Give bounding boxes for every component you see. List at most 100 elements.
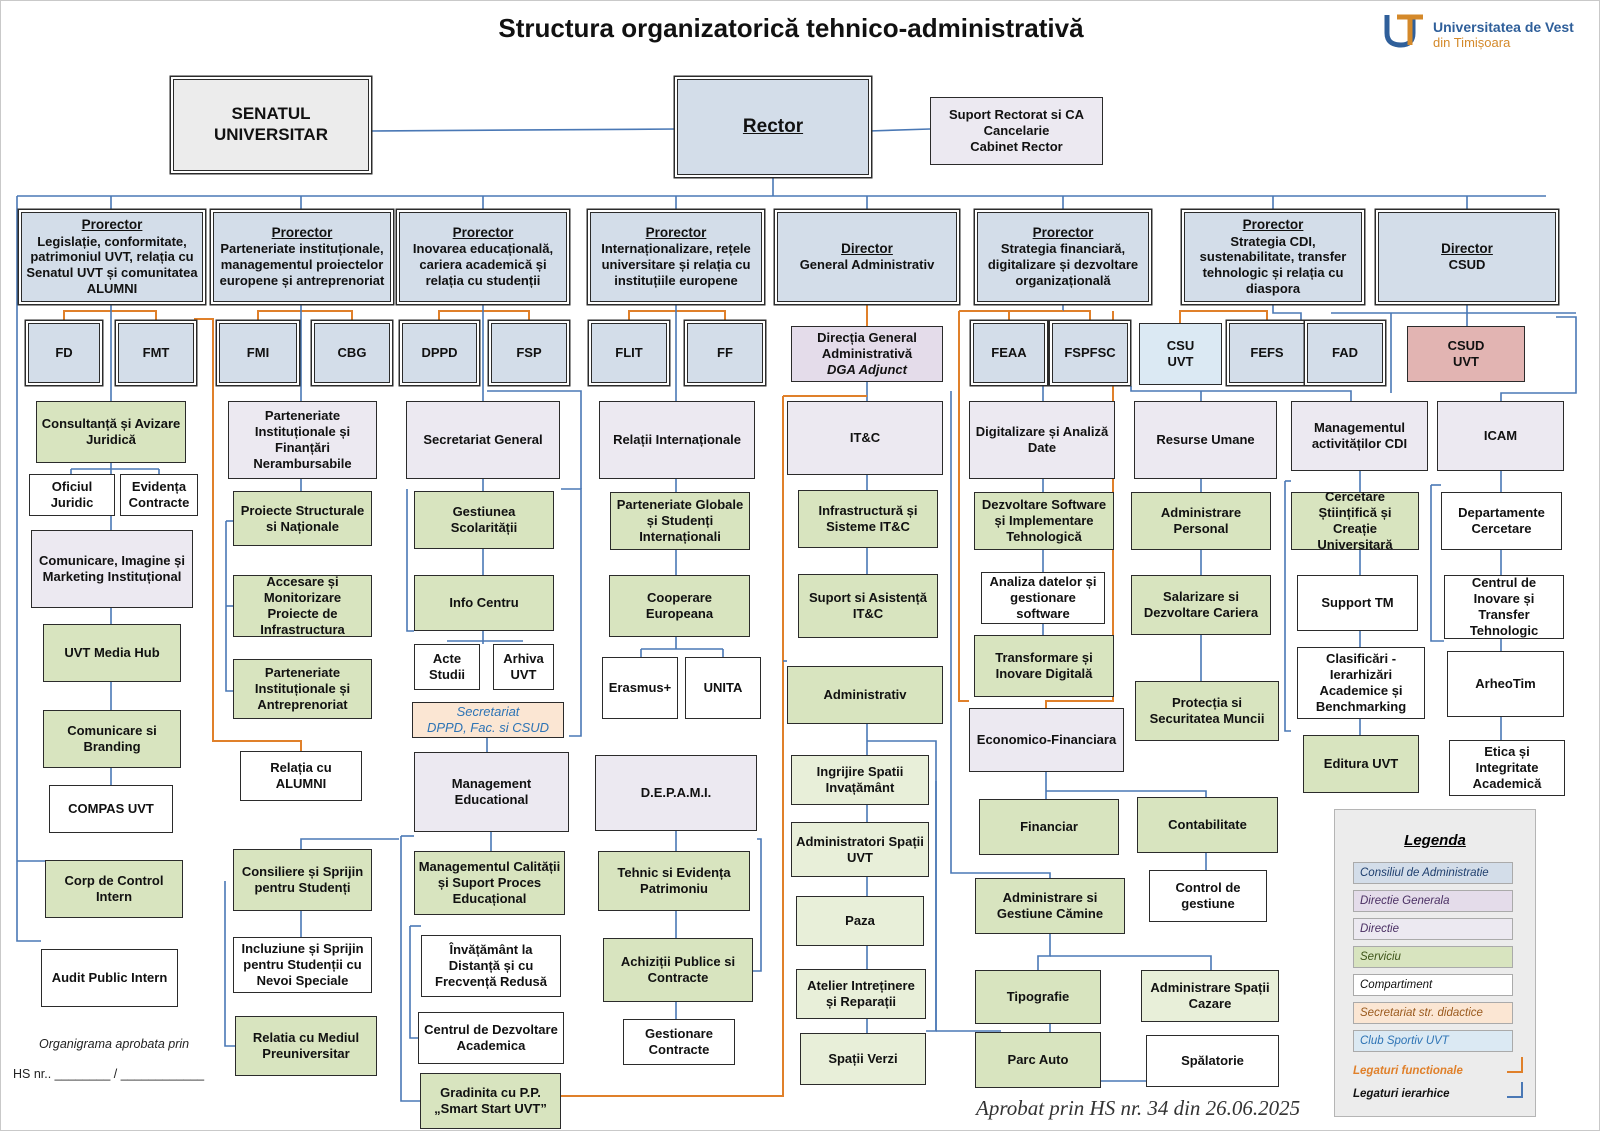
unit-fad-line-0: FAD bbox=[1332, 345, 1358, 361]
hierarchical-link-94 bbox=[1272, 302, 1302, 323]
unit-mgmtcdi: Managementul activităților CDI bbox=[1291, 401, 1428, 471]
unit-salar: Salarizare si Dezvoltare Cariera bbox=[1131, 575, 1271, 635]
hierarchical-link-38 bbox=[224, 881, 235, 1047]
unit-rector: Rector bbox=[677, 79, 869, 175]
unit-digit-line-0: Digitalizare și Analiză Date bbox=[975, 424, 1109, 455]
unit-mgmtcdi-line-0: Managementul activităților CDI bbox=[1311, 420, 1408, 451]
unit-adminsp-line-0: Administratori Spații UVT bbox=[796, 833, 924, 865]
unit-media: UVT Media Hub bbox=[43, 624, 181, 682]
unit-corp-line-0: Corp de Control Intern bbox=[64, 873, 164, 904]
unit-dezvsw-line-0: Dezvoltare Software și Implementare Tehn… bbox=[981, 497, 1107, 544]
unit-dcsud-line-1: CSUD bbox=[1448, 257, 1486, 273]
unit-partfin-line-0: Parteneriate Instituționale și Finanțări… bbox=[253, 408, 352, 471]
legend-functional-label: Legaturi functionale bbox=[1353, 1065, 1463, 1077]
unit-paza-line-0: Paza bbox=[845, 913, 875, 929]
unit-coop: Cooperare Europeana bbox=[609, 575, 750, 637]
unit-ff-line-0: FF bbox=[717, 345, 733, 361]
unit-tehnic: Tehnic si Evidența Patrimoniu bbox=[598, 851, 750, 911]
unit-protect: Protecția si Securitatea Muncii bbox=[1135, 681, 1279, 741]
unit-incluz-line-0: Incluziune și Sprijin pentru Studenții c… bbox=[241, 941, 364, 988]
unit-arhiva-line-0: Arhiva UVT bbox=[503, 651, 544, 682]
unit-fefs-line-0: FEFS bbox=[1250, 345, 1284, 361]
logo-line-1: Universitatea de Vest bbox=[1433, 19, 1574, 35]
unit-dgadj-line-1: DGA Adjunct bbox=[827, 361, 907, 377]
unit-consult-line-0: Consultanță și Avizare Juridică bbox=[41, 416, 181, 447]
unit-relpre-line-0: Relatia cu Mediul Preuniversitar bbox=[252, 1030, 360, 1061]
unit-gest: Gestiunea Scolarității bbox=[414, 491, 554, 549]
hierarchical-link-91 bbox=[1050, 955, 1212, 970]
unit-coop-line-0: Cooperare Europeana bbox=[645, 590, 714, 621]
unit-arheo-line-0: ArheoTim bbox=[1475, 676, 1536, 692]
unit-verzi-line-0: Spații Verzi bbox=[828, 1051, 898, 1067]
unit-atelier-line-0: Atelier Intreținere și Reparații bbox=[807, 978, 915, 1009]
approval-footer: Aprobat prin HS nr. 34 din 26.06.2025 bbox=[976, 1096, 1301, 1120]
unit-partglob: Parteneriate Globale și Studenți Interna… bbox=[610, 492, 750, 550]
unit-analiza-line-0: Analiza datelor și gestionare software bbox=[989, 574, 1097, 621]
unit-partglob-line-0: Parteneriate Globale și Studenți Interna… bbox=[616, 497, 744, 544]
unit-unita: UNITA bbox=[685, 657, 761, 719]
unit-tipo-line-0: Tipografie bbox=[1006, 989, 1070, 1005]
hierarchical-link-46 bbox=[487, 390, 582, 489]
unit-salar-line-0: Salarizare si Dezvoltare Cariera bbox=[1143, 589, 1259, 620]
unit-dgadj-line-0: Direcția General Administrativă bbox=[817, 330, 917, 362]
hierarchical-link-36 bbox=[300, 838, 399, 849]
hierarchical-link-49 bbox=[400, 836, 420, 1102]
functional-link-79 bbox=[958, 311, 969, 702]
uvt-logo-icon bbox=[1384, 14, 1423, 48]
unit-senat-line-1: UNIVERSITAR bbox=[214, 125, 328, 144]
unit-centinov-line-0: Centrul de Inovare și Transfer Tehnologi… bbox=[1469, 575, 1539, 638]
unit-ingrij-line-0: Ingrijire Spatii Invațământ bbox=[816, 764, 904, 795]
page-title: Structura organizatorică tehnico-adminis… bbox=[498, 13, 1084, 43]
unit-infra: Infrastructură și Sisteme IT&C bbox=[798, 490, 938, 548]
unit-admpers-line-0: Administrare Personal bbox=[1160, 505, 1242, 536]
unit-gradi: Gradinita cu P.P. „Smart Start UVT” bbox=[420, 1073, 561, 1129]
legend-item-sec: Secretariat str. didactice bbox=[1353, 1002, 1513, 1024]
unit-arheo: ArheoTim bbox=[1447, 651, 1564, 717]
unit-econ-line-0: Economico-Financiara bbox=[976, 732, 1117, 748]
unit-dga-line-0: Director bbox=[841, 240, 893, 256]
unit-partant-line-0: Parteneriate Instituționale și Antrepren… bbox=[254, 665, 351, 712]
legend-item-comp: Compartiment bbox=[1353, 974, 1513, 996]
unit-invat-line-0: Învățământ la Distanță și cu Frecvență R… bbox=[435, 942, 547, 989]
unit-dppd-line-0: DPPD bbox=[421, 345, 458, 361]
unit-spal: Spălatorie bbox=[1146, 1035, 1279, 1087]
unit-access-line-0: Accesare și Monitorizare Proiecte de Inf… bbox=[260, 574, 345, 637]
hierarchical-link-87 bbox=[1046, 790, 1207, 797]
unit-control-line-0: Control de gestiune bbox=[1175, 880, 1241, 911]
unit-dppd: DPPD bbox=[402, 323, 477, 383]
unit-gradi-line-0: Gradinita cu P.P. „Smart Start UVT” bbox=[434, 1085, 547, 1116]
unit-proistr: Proiecte Structurale si Naționale bbox=[233, 491, 372, 546]
unit-transf-line-0: Transformare și Inovare Digitală bbox=[995, 650, 1093, 681]
unit-consil-line-0: Consiliere și Sprijin pentru Studenți bbox=[241, 864, 364, 895]
unit-admin: Administrativ bbox=[787, 666, 943, 724]
legend-item-ca: Consiliul de Administratie bbox=[1353, 862, 1513, 884]
unit-achiz-line-0: Achiziții Publice si Contracte bbox=[620, 954, 736, 985]
unit-p4-line-0: Prorector bbox=[645, 224, 707, 240]
unit-parc-line-0: Parc Auto bbox=[1007, 1052, 1069, 1068]
unit-admcamine-line-0: Administrare si Gestiune Cămine bbox=[996, 890, 1104, 921]
unit-mgmtcal: Managementul Calității și Suport Proces … bbox=[414, 851, 565, 915]
unit-econ: Economico-Financiara bbox=[969, 708, 1124, 772]
unit-comimg-line-0: Comunicare, Imagine și Marketing Institu… bbox=[39, 553, 185, 584]
hierarchical-link-45 bbox=[561, 488, 582, 737]
unit-corp: Corp de Control Intern bbox=[45, 860, 183, 918]
unit-dcsud-line-0: Director bbox=[1441, 240, 1493, 256]
unit-supptm: Support TM bbox=[1297, 575, 1418, 631]
unit-alumni: Relația cu ALUMNI bbox=[240, 751, 362, 801]
unit-p6-line-1: Strategia CDI, sustenabilitate, transfer… bbox=[1199, 233, 1347, 297]
unit-audit: Audit Public Intern bbox=[41, 949, 178, 1007]
unit-suport-line-1: Cancelarie bbox=[983, 123, 1050, 139]
legend-item-srv: Serviciu bbox=[1353, 946, 1513, 968]
unit-paza: Paza bbox=[796, 896, 924, 946]
approval-note: Organigrama aprobata prin bbox=[39, 1037, 190, 1051]
unit-clasif-line-0: Clasificări - Ierarhizări Academice și B… bbox=[1315, 651, 1407, 714]
unit-ingrij: Ingrijire Spatii Invațământ bbox=[791, 755, 929, 805]
unit-suport-line-0: Suport Rectorat si CA bbox=[948, 107, 1085, 123]
unit-digit: Digitalizare și Analiză Date bbox=[969, 401, 1115, 479]
unit-gestcon: Gestionare Contracte bbox=[623, 1019, 735, 1065]
